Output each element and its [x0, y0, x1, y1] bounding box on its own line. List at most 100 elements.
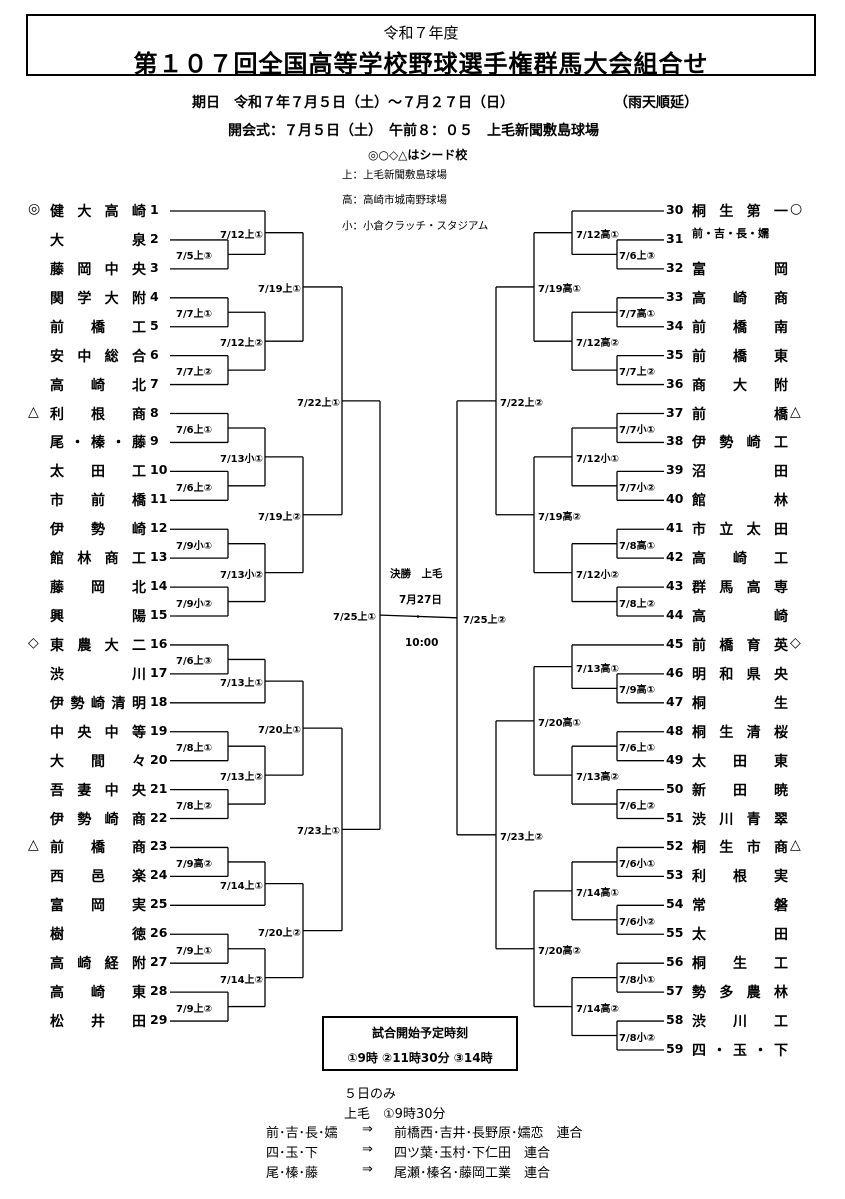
union-abbr-3: 尾･榛･藤	[266, 1166, 319, 1181]
team-number-29: 29	[150, 1012, 168, 1028]
team-name-22: 伊勢崎商	[50, 811, 146, 828]
round1-label-6-7: 7/7上②	[176, 367, 213, 379]
schedule-times: ①9時 ②11時30分 ③14時	[347, 1051, 493, 1065]
team-name-58: 渋川工	[692, 1014, 788, 1031]
team-number-22: 22	[150, 809, 168, 825]
team-number-16: 16	[150, 635, 168, 651]
team-name-40: 館林	[692, 493, 788, 510]
round3-label-right-4: 7/20高②	[538, 945, 581, 957]
team-name-48: 桐生清桜	[692, 724, 788, 741]
round1-label-14-15: 7/9小②	[176, 598, 213, 610]
venue-legend-2: 高：高崎市城南野球場	[342, 194, 447, 206]
semifinal-label-left: 7/25上①	[333, 612, 376, 624]
team-name-56: 桐生工	[692, 956, 788, 973]
team-name-43: 群馬高専	[692, 580, 788, 597]
period-text: 期日 令和７年７月５日（土）～７月２７日（日）	[192, 95, 514, 111]
round1-label-26-27: 7/9上①	[176, 945, 213, 957]
round1-label-41-42: 7/8高①	[619, 540, 656, 552]
team-name-18: 伊勢崎清明	[50, 695, 146, 712]
round3-label-right-2: 7/19高②	[538, 511, 581, 523]
team-number-33: 33	[666, 288, 684, 304]
team-name-55: 太田	[692, 927, 788, 944]
team-name-32: 富岡	[692, 261, 788, 278]
round2-label-right-8: 7/14高②	[576, 1003, 619, 1015]
team-number-52: 52	[666, 838, 684, 854]
team-number-44: 44	[666, 607, 684, 623]
page-title: 第１０７回全国高等学校野球選手権群馬大会組合せ	[133, 50, 709, 78]
team-number-35: 35	[666, 346, 684, 362]
day5-heading: ５日のみ	[344, 1087, 397, 1102]
team-name-30: 桐生第一	[692, 204, 788, 220]
round1-label-39-40: 7/7小②	[619, 482, 656, 494]
round1-label-50-51: 7/6上②	[619, 801, 656, 813]
team-number-48: 48	[666, 722, 684, 738]
union-arrow-1: ⇒	[362, 1122, 373, 1137]
round2-label-left-5: 7/13上①	[220, 678, 263, 690]
round3-label-left-4: 7/20上②	[258, 927, 301, 939]
round4-label-right-1: 7/22上②	[500, 397, 543, 409]
team-name-1: 健大高崎	[50, 204, 146, 220]
round2-label-right-4: 7/12小②	[576, 569, 619, 581]
team-name-35: 前橋東	[692, 348, 788, 365]
round1-label-2-3: 7/5上③	[176, 251, 213, 263]
team-name-33: 高崎商	[692, 290, 788, 307]
team-number-14: 14	[150, 578, 168, 594]
team-number-43: 43	[666, 578, 684, 594]
seed-mark-right-52: △	[790, 837, 801, 854]
round1-label-4-5: 7/7上①	[176, 309, 213, 321]
union-abbr-1: 前･吉･長･嬬	[266, 1126, 338, 1141]
team-name-51: 渋川青翠	[692, 811, 788, 828]
team-number-11: 11	[150, 491, 168, 507]
team-name-27: 高崎経附	[50, 956, 146, 973]
union-arrow-3: ⇒	[362, 1162, 373, 1177]
union-schools-2: 四ツ葉･玉村･下仁田 連合	[394, 1146, 551, 1161]
team-name-41: 市立太田	[692, 522, 788, 539]
subtitle: 令和７年度	[383, 24, 459, 42]
semifinal-label-right: 7/25上②	[463, 614, 506, 626]
team-number-18: 18	[150, 693, 168, 709]
union-arrow-2: ⇒	[362, 1142, 373, 1157]
round1-label-16-17: 7/6上③	[176, 656, 213, 668]
team-number-47: 47	[666, 693, 684, 709]
round1-label-37-38: 7/7小①	[619, 424, 656, 436]
team-number-20: 20	[150, 751, 168, 767]
team-name-11: 市前橋	[50, 493, 146, 510]
team-name-59: 四・玉・下	[692, 1042, 788, 1059]
team-number-40: 40	[666, 491, 684, 507]
team-name-46: 明和県央	[692, 666, 788, 683]
team-name-24: 西邑楽	[50, 869, 146, 886]
round3-label-left-2: 7/19上②	[258, 511, 301, 523]
team-name-38: 伊勢崎工	[692, 435, 788, 452]
team-name-16: 東農大二	[50, 637, 146, 654]
team-number-46: 46	[666, 664, 684, 680]
team-name-28: 高崎東	[50, 985, 146, 1002]
team-name-37: 前橋	[692, 406, 788, 423]
team-number-45: 45	[666, 635, 684, 651]
team-number-4: 4	[150, 288, 159, 304]
round1-label-46-47: 7/9高①	[619, 685, 656, 697]
schedule-box: 試合開始予定時刻 ①9時 ②11時30分 ③14時	[322, 1016, 518, 1071]
round2-label-left-6: 7/13上②	[220, 772, 263, 784]
team-number-6: 6	[150, 346, 159, 362]
venue-legend-1: 上：上毛新聞敷島球場	[342, 169, 447, 181]
team-number-58: 58	[666, 1012, 684, 1028]
seed-mark-right-45: ◇	[790, 634, 801, 651]
team-number-53: 53	[666, 867, 684, 883]
team-number-37: 37	[666, 404, 684, 420]
team-name-50: 新田暁	[692, 782, 788, 799]
team-number-42: 42	[666, 549, 684, 565]
team-number-39: 39	[666, 462, 684, 478]
final-date: 7月27日	[399, 594, 442, 606]
round2-label-left-1: 7/12上①	[220, 229, 263, 241]
team-number-49: 49	[666, 751, 684, 767]
team-name-36: 商大附	[692, 377, 788, 394]
round1-label-58-59: 7/8小②	[619, 1032, 656, 1044]
round2-label-right-1: 7/12高①	[576, 229, 619, 241]
team-number-23: 23	[150, 838, 168, 854]
team-name-54: 常磐	[692, 898, 788, 915]
team-name-21: 吾妻中央	[50, 782, 146, 799]
team-number-13: 13	[150, 549, 168, 565]
venue-legend-3: 小：小倉クラッチ・スタジアム	[342, 220, 489, 232]
team-number-12: 12	[150, 520, 168, 536]
round1-label-48-49: 7/6上①	[619, 743, 656, 755]
